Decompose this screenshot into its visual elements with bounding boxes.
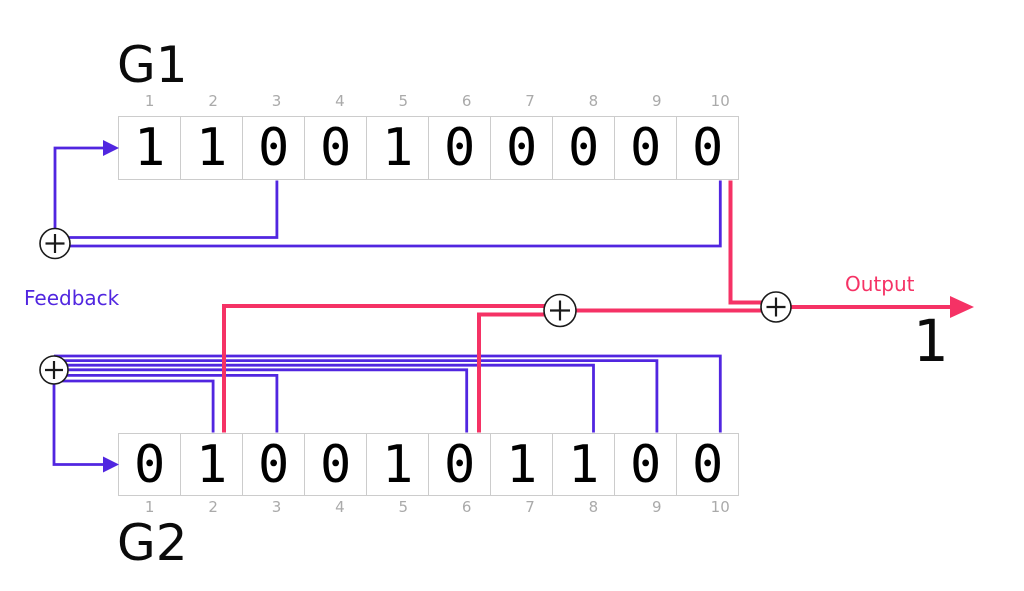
g2-index-9: 9 — [652, 498, 662, 516]
g1-index-2: 2 — [208, 92, 218, 110]
g1-index-8: 8 — [588, 92, 599, 110]
g2-cell-3: 0 — [242, 433, 306, 496]
g1-index-1: 1 — [144, 92, 155, 110]
g2-indices: 1 2 3 4 5 6 7 8 9 10 — [118, 498, 752, 516]
g2-tap3-wire — [54, 374, 279, 433]
g1-indices: 1 2 3 4 5 6 7 8 9 10 — [118, 92, 752, 110]
g2-index-3: 3 — [271, 498, 282, 516]
g2-phase-tap6-wire — [477, 312, 560, 433]
g1-index-7: 7 — [525, 92, 535, 110]
g2-cell-4: 0 — [304, 433, 368, 496]
g1-cell-7: 0 — [490, 116, 554, 180]
g1-input-arrowhead — [103, 140, 119, 156]
g2-cell-2: 1 — [180, 433, 244, 496]
output-xor-icon — [760, 291, 792, 323]
g2-cell-1: 0 — [118, 433, 182, 496]
g2-index-1: 1 — [144, 498, 155, 516]
output-value: 1 — [912, 307, 948, 375]
g1-cell-3: 0 — [242, 116, 306, 180]
g2-cell-5: 1 — [366, 433, 430, 496]
g2-feedback-xor-icon — [39, 355, 69, 385]
g1-tap10-wire — [55, 180, 722, 248]
g2-index-4: 4 — [335, 498, 345, 516]
g2-tap8-wire — [54, 363, 595, 433]
feedback-label: Feedback — [24, 286, 120, 310]
g2-index-8: 8 — [588, 498, 599, 516]
g2-tap9-wire — [54, 359, 659, 433]
g2-feedback-input-wire — [52, 382, 104, 466]
g1-cell-9: 0 — [614, 116, 678, 180]
g1-index-3: 3 — [271, 92, 282, 110]
g2-tap6-wire — [54, 368, 469, 433]
g2-index-7: 7 — [525, 498, 535, 516]
g1-cell-4: 0 — [304, 116, 368, 180]
g1-cell-6: 0 — [428, 116, 492, 180]
g1-cell-2: 1 — [180, 116, 244, 180]
g2-tap10-wire — [54, 354, 722, 433]
g2-cell-10: 0 — [676, 433, 740, 496]
g2-cell-9: 0 — [614, 433, 678, 496]
g1-feedback-xor-icon — [39, 227, 71, 260]
g2-title: G2 — [117, 514, 188, 572]
g1-index-6: 6 — [461, 92, 472, 110]
g2-input-arrowhead — [103, 456, 119, 473]
g1-index-10: 10 — [710, 92, 730, 110]
g2-index-2: 2 — [208, 498, 218, 516]
g1-tap3-wire — [55, 180, 279, 239]
output-label: Output — [845, 272, 915, 296]
g1-cell-5: 1 — [366, 116, 430, 180]
g1-cell-1: 1 — [118, 116, 182, 180]
phase-selector-xor-icon — [543, 293, 577, 328]
g1-index-5: 5 — [398, 92, 409, 110]
g2-cell-6: 0 — [428, 433, 492, 496]
g2-index-5: 5 — [398, 498, 409, 516]
g1-index-4: 4 — [335, 92, 345, 110]
g2-index-6: 6 — [461, 498, 472, 516]
g2-tap2-wire — [54, 379, 215, 433]
g1-cell-10: 0 — [676, 116, 740, 180]
g2-phase-tap2-wire — [222, 304, 560, 433]
g1-index-9: 9 — [652, 92, 662, 110]
g2-cell-8: 1 — [552, 433, 616, 496]
g1-title: G1 — [117, 36, 188, 94]
g1-cell-8: 0 — [552, 116, 616, 180]
g2-index-10: 10 — [710, 498, 730, 516]
g2-cell-7: 1 — [490, 433, 554, 496]
g1-feedback-input-wire — [53, 146, 104, 250]
g1-output-tap10-wire — [728, 180, 770, 305]
